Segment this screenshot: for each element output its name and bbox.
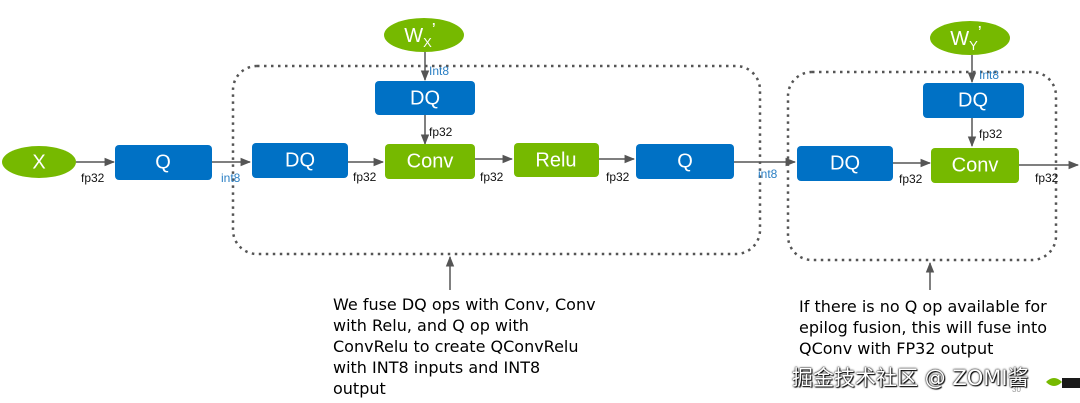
note-left-line: We fuse DQ ops with Conv, Conv xyxy=(333,295,596,314)
note-right: If there is no Q op available for epilog… xyxy=(799,296,1080,359)
conv-node-2 xyxy=(931,148,1019,183)
label-x-fp32: fp32 xyxy=(81,171,105,185)
label-wx-int8: Int8 xyxy=(429,64,449,78)
note-right-line: epilog fusion, this will fuse into xyxy=(799,318,1048,337)
relu-node-label: Relu xyxy=(535,149,576,171)
watermark-text: 掘金技术社区 @ ZOMI酱 xyxy=(792,366,1029,390)
label-relu-fp32: fp32 xyxy=(606,170,630,184)
dq-weight-y-label: DQ xyxy=(958,89,988,111)
label-wy-fp32: fp32 xyxy=(979,127,1003,141)
dq-weight-y-node xyxy=(923,83,1024,118)
dq-node-1 xyxy=(252,143,348,178)
conv-node-1-label: Conv xyxy=(407,150,454,172)
weight-wy-node xyxy=(930,21,1010,55)
nvidia-logo xyxy=(1046,378,1080,388)
note-left-line: with Relu, and Q op with xyxy=(333,316,529,335)
label-q2-int8: int8 xyxy=(758,167,778,181)
label-wy-int8: Int8 xyxy=(979,68,999,82)
label-wx-fp32: fp32 xyxy=(429,125,453,139)
dq-node-2 xyxy=(797,146,893,181)
label-dq2-fp32: fp32 xyxy=(899,172,923,186)
note-left-line: output xyxy=(333,379,386,398)
edges xyxy=(76,52,1080,290)
label-q1-int8: int8 xyxy=(221,171,241,185)
dq-node-1-label: DQ xyxy=(285,149,315,171)
conv-node-2-label: Conv xyxy=(952,154,999,176)
dq-weight-x-label: DQ xyxy=(410,87,440,109)
note-right-line: QConv with FP32 output xyxy=(799,339,994,358)
note-left: We fuse DQ ops with Conv, Conv with Relu… xyxy=(333,294,633,399)
page-number: 30 xyxy=(1012,385,1021,394)
weight-wx-node xyxy=(384,18,464,52)
input-x-node xyxy=(2,146,76,178)
q-node-2 xyxy=(636,144,734,179)
input-x-label: X xyxy=(32,151,45,173)
q-node-1 xyxy=(115,145,212,180)
q-node-1-label: Q xyxy=(155,151,171,173)
conv-node-1 xyxy=(385,144,475,179)
weight-wy-label: WY’ xyxy=(950,23,982,53)
note-left-line: ConvRelu to create QConvRelu xyxy=(333,337,579,356)
note-right-line: If there is no Q op available for xyxy=(799,297,1047,316)
label-conv1-fp32: fp32 xyxy=(480,170,504,184)
q-node-2-label: Q xyxy=(677,150,693,172)
dq-node-2-label: DQ xyxy=(830,152,860,174)
fusion-region-qconvrelu xyxy=(231,64,762,256)
note-left-line: with INT8 inputs and INT8 xyxy=(333,358,541,377)
label-dq1-fp32: fp32 xyxy=(353,170,377,184)
label-conv2-fp32: fp32 xyxy=(1035,171,1059,185)
weight-wx-label: WX’ xyxy=(404,20,436,50)
relu-node xyxy=(514,143,599,177)
dq-weight-x-node xyxy=(375,81,475,115)
